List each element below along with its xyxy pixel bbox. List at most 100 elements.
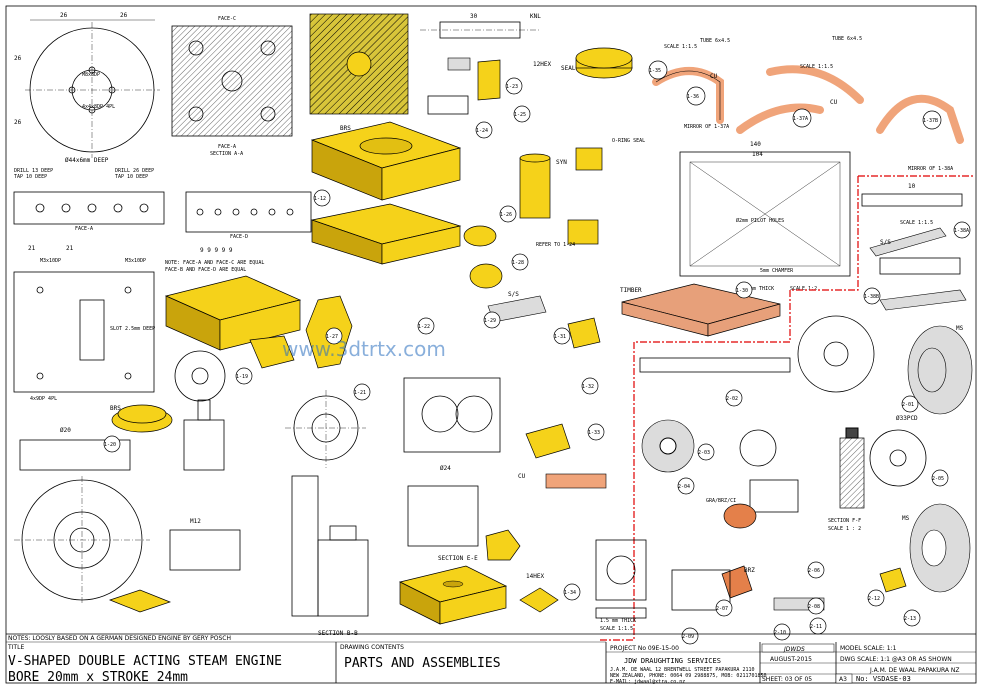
timber-base-plan: Ø2mm PILOT HOLES 5mm CHAMFER 140 104 bbox=[679, 141, 851, 277]
flywheel-views: Ø33PCD MS MS bbox=[797, 315, 973, 593]
svg-text:CU: CU bbox=[710, 73, 718, 80]
svg-text:1-27: 1-27 bbox=[326, 334, 338, 340]
crank-disc-front: BRS bbox=[110, 350, 226, 433]
bubble: 1-37A bbox=[792, 108, 812, 128]
svg-text:TUBE 6x4.5: TUBE 6x4.5 bbox=[832, 36, 862, 42]
title-line1: V-SHAPED DOUBLE ACTING STEAM ENGINE bbox=[8, 654, 282, 669]
bubble: 2-04 bbox=[677, 477, 695, 495]
cylinder-block-iso: BRS bbox=[310, 121, 462, 201]
address-2: NEW ZEALAND, PHONE: 0064 09 2988875, MOB… bbox=[610, 673, 767, 679]
svg-text:1-20: 1-20 bbox=[104, 442, 116, 448]
svg-text:MIRROR OF 1-38A: MIRROR OF 1-38A bbox=[908, 166, 953, 172]
bubble: 1-25 bbox=[513, 105, 531, 123]
red-boundary bbox=[598, 175, 974, 641]
svg-text:2-06: 2-06 bbox=[808, 568, 820, 574]
address-1: J.A.M. DE WAAL 12 BRENTWELL STREET PAPAK… bbox=[610, 667, 755, 673]
bubble: 2-07 bbox=[715, 599, 733, 617]
svg-text:1-22: 1-22 bbox=[418, 324, 430, 330]
bottom-flange-view: Ø20 bbox=[14, 427, 150, 604]
svg-text:S/S: S/S bbox=[508, 291, 519, 298]
company-name: JDW DRAUGHTING SERVICES bbox=[624, 657, 721, 665]
svg-text:SECTION F-F: SECTION F-F bbox=[828, 518, 861, 524]
svg-text:BRS: BRS bbox=[340, 125, 351, 132]
svg-text:2-10: 2-10 bbox=[774, 630, 786, 636]
dwg-scale: DWG SCALE: 1:1 @A3 OR AS SHOWN bbox=[840, 656, 952, 663]
svg-text:SCALE 1:2: SCALE 1:2 bbox=[790, 286, 817, 292]
bubble: 1-28 bbox=[511, 253, 529, 271]
bubble: 1-34 bbox=[563, 583, 581, 601]
svg-text:1.5 mm THICK: 1.5 mm THICK bbox=[600, 618, 636, 624]
svg-text:FACE-D: FACE-D bbox=[230, 234, 248, 240]
svg-text:140: 140 bbox=[750, 141, 761, 148]
svg-text:2-11: 2-11 bbox=[810, 624, 822, 630]
svg-text:2-09: 2-09 bbox=[682, 634, 694, 640]
svg-text:1-38A: 1-38A bbox=[954, 228, 969, 234]
sheet-number: SHEET: 03 OF 05 bbox=[762, 676, 812, 683]
timber-base-iso: TIMBER 25mm THICK SCALE 1:2 bbox=[620, 283, 817, 337]
svg-text:26: 26 bbox=[14, 55, 22, 62]
section-ff-view: SECTION F-F SCALE 1 : 2 bbox=[828, 427, 865, 532]
svg-text:M3x10DP: M3x10DP bbox=[40, 258, 61, 264]
bubble: 1-24 bbox=[475, 121, 493, 139]
svg-text:1-24: 1-24 bbox=[476, 128, 488, 134]
face-plan-view: FACE-C FACE-A SECTION A-A bbox=[171, 16, 293, 157]
svg-text:1-37A: 1-37A bbox=[793, 116, 808, 122]
bubble: 2-09 bbox=[681, 627, 699, 645]
bubble: 1-21 bbox=[353, 383, 371, 401]
bubble: 2-10 bbox=[773, 623, 791, 641]
svg-text:12HEX: 12HEX bbox=[533, 61, 551, 68]
project-no: PROJECT No 09E-15-00 bbox=[610, 645, 679, 652]
svg-text:DRILL 26 DEEP: DRILL 26 DEEP bbox=[115, 168, 154, 174]
valve-chest-view: Ø24 SECTION E-E bbox=[403, 377, 501, 562]
svg-text:SCALE 1 : 2: SCALE 1 : 2 bbox=[828, 526, 861, 532]
svg-text:MS: MS bbox=[902, 515, 910, 522]
svg-text:2-12: 2-12 bbox=[868, 596, 880, 602]
svg-text:1-19: 1-19 bbox=[236, 374, 248, 380]
bubble: 1-12 bbox=[313, 189, 331, 207]
jdwds-logo bbox=[761, 643, 835, 653]
svg-text:DRILL 13 DEEP: DRILL 13 DEEP bbox=[14, 168, 53, 174]
svg-text:M12: M12 bbox=[190, 518, 201, 525]
svg-text:SECTION B-B: SECTION B-B bbox=[318, 630, 358, 637]
svg-text:SCALE 1:1.5: SCALE 1:1.5 bbox=[664, 44, 697, 50]
drawing-contents: PARTS AND ASSEMBLIES bbox=[344, 656, 501, 671]
email: E-MAIL: jdwaal@xtra.co.nz bbox=[610, 679, 685, 685]
svg-text:10: 10 bbox=[908, 183, 916, 190]
svg-text:30: 30 bbox=[470, 13, 478, 20]
bubble: 2-11 bbox=[809, 617, 827, 635]
svg-text:JDWDS: JDWDS bbox=[783, 646, 805, 653]
bubble: 1-26 bbox=[499, 205, 517, 223]
copper-tubes: TUBE 6x4.5 TUBE 6x4.5 SCALE 1:1.5 SCALE … bbox=[652, 36, 964, 172]
svg-text:SCALE 1:1.5: SCALE 1:1.5 bbox=[800, 64, 833, 70]
bubble: 1-38B bbox=[863, 287, 881, 305]
m4-label: 4x4x8DP 4PL bbox=[82, 104, 115, 110]
title-block: NOTES: LOOSLY BASED ON A GERMAN DESIGNED… bbox=[6, 633, 976, 685]
bubble: 2-08 bbox=[807, 597, 825, 615]
bubble: 1-33 bbox=[587, 423, 605, 441]
svg-text:2-07: 2-07 bbox=[716, 606, 728, 612]
svg-text:O-RING SEAL: O-RING SEAL bbox=[612, 138, 645, 144]
piston-disc-view bbox=[285, 390, 366, 468]
svg-text:KNL: KNL bbox=[530, 13, 541, 20]
svg-text:1-38B: 1-38B bbox=[864, 294, 879, 300]
deep44-label: Ø44x6mm DEEP bbox=[65, 157, 109, 164]
svg-text:TAP 10 DEEP: TAP 10 DEEP bbox=[14, 174, 47, 180]
svg-text:SECTION A-A: SECTION A-A bbox=[210, 151, 243, 157]
paper-size: A3 bbox=[839, 676, 847, 683]
bubble: 1-20 bbox=[103, 435, 121, 453]
sheet-border bbox=[5, 5, 977, 684]
item-bubbles: 1-12 1-19 1-20 1-21 1-22 1-23 1-24 1-25 … bbox=[103, 60, 971, 645]
svg-text:Ø20: Ø20 bbox=[60, 427, 71, 434]
svg-text:TIMBER: TIMBER bbox=[620, 287, 642, 294]
gland-fittings: S/S REFER TO 1-24 SYN O-RING SEAL bbox=[463, 138, 645, 349]
svg-text:14HEX: 14HEX bbox=[526, 573, 544, 580]
svg-text:1-30: 1-30 bbox=[736, 288, 748, 294]
svg-text:GRA/BRZ/CI: GRA/BRZ/CI bbox=[706, 498, 736, 504]
valve-block-iso: 14HEX bbox=[398, 565, 559, 625]
pins-right: 10 SCALE 1:1.5 S/S bbox=[861, 183, 967, 311]
svg-text:FACE-A: FACE-A bbox=[218, 144, 236, 150]
svg-text:2-05: 2-05 bbox=[932, 476, 944, 482]
bubble: 2-05 bbox=[931, 469, 949, 487]
svg-text:1-21: 1-21 bbox=[354, 390, 366, 396]
